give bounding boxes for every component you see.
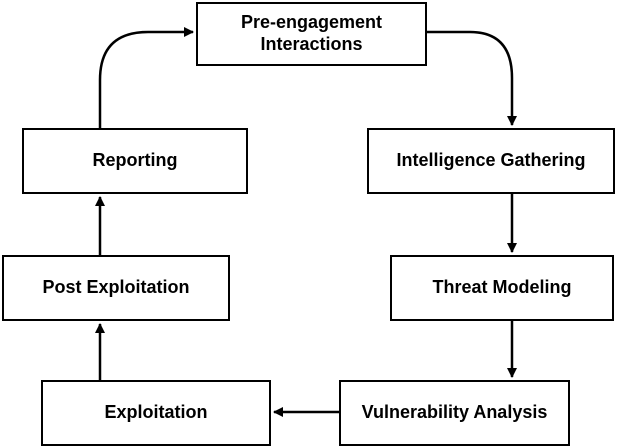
node-vulnerability-analysis: Vulnerability Analysis <box>339 380 570 446</box>
node-label-line: Interactions <box>260 34 363 54</box>
node-label: Post Exploitation <box>42 277 190 298</box>
node-pre-engagement-interactions: Pre-engagement Interactions <box>196 2 427 66</box>
node-threat-modeling: Threat Modeling <box>390 255 614 321</box>
node-label: Reporting <box>92 150 178 171</box>
node-post-exploitation: Post Exploitation <box>2 255 230 321</box>
node-label: Intelligence Gathering <box>396 150 586 171</box>
node-label-line: Pre-engagement <box>240 12 383 33</box>
node-exploitation: Exploitation <box>41 380 271 446</box>
node-label: Threat Modeling <box>432 277 572 298</box>
node-label: Vulnerability Analysis <box>361 402 548 423</box>
edge-pre-to-intel <box>427 30 517 126</box>
node-label: Exploitation <box>104 402 208 423</box>
node-reporting: Reporting <box>22 128 248 194</box>
node-intelligence-gathering: Intelligence Gathering <box>367 128 615 194</box>
edge-report-to-pre <box>98 27 194 128</box>
